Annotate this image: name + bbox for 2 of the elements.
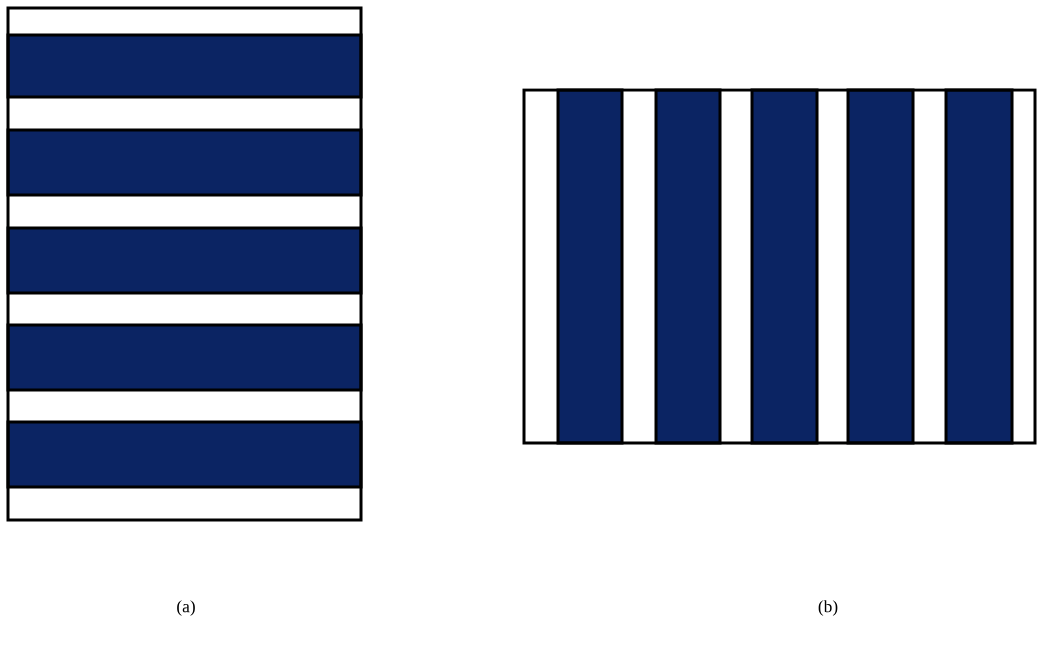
panel-label: (a) [177,600,195,616]
panel-label: (b) [818,600,838,616]
